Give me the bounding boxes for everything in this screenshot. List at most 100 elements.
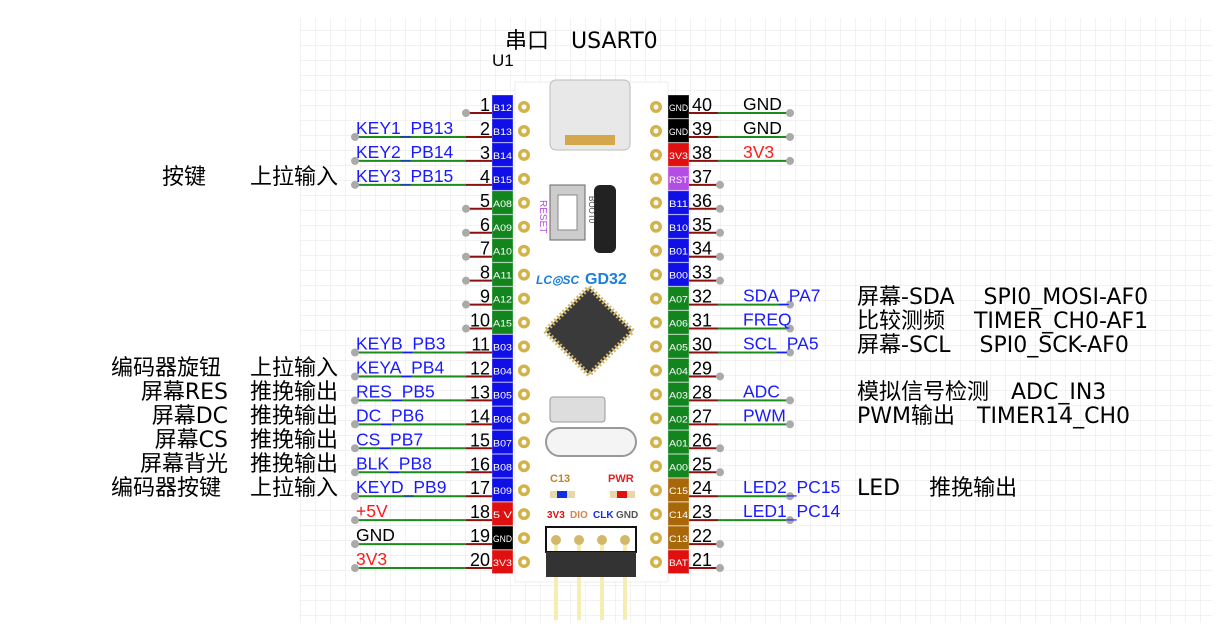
- pin-endpoint[interactable]: [786, 300, 794, 309]
- pin-endpoint[interactable]: [351, 420, 359, 429]
- pin-endpoint[interactable]: [786, 109, 794, 117]
- swd-label-gnd: GND: [616, 510, 638, 521]
- left-annotation: 编码器按键 上拉输入: [111, 476, 338, 502]
- pin-code-block: [667, 525, 690, 551]
- pin-endpoint[interactable]: [786, 492, 794, 501]
- pin-endpoint[interactable]: [351, 348, 359, 357]
- pin-endpoint[interactable]: [351, 492, 359, 501]
- reset-button-cap: [557, 194, 578, 231]
- pin-endpoint[interactable]: [716, 228, 724, 237]
- pin-endpoint[interactable]: [786, 348, 794, 357]
- pin-endpoint[interactable]: [716, 276, 724, 285]
- pin-endpoint[interactable]: [351, 540, 359, 549]
- pin-endpoint[interactable]: [716, 252, 724, 261]
- pin-code: C14: [669, 510, 688, 520]
- pin-endpoint[interactable]: [716, 564, 724, 573]
- pin-endpoint[interactable]: [716, 540, 724, 549]
- pin-code: GND: [669, 103, 688, 113]
- pin-endpoint[interactable]: [351, 516, 359, 525]
- pin-pad-hole: [653, 152, 659, 158]
- pin-endpoint[interactable]: [351, 180, 359, 189]
- pin-code-block: [491, 501, 514, 527]
- gd32-logo: GD32: [585, 271, 627, 288]
- pin-endpoint[interactable]: [462, 109, 470, 117]
- pin-endpoint[interactable]: [462, 204, 470, 213]
- pin-endpoint[interactable]: [462, 324, 470, 333]
- pin-endpoint[interactable]: [351, 564, 359, 573]
- pin-endpoint[interactable]: [351, 156, 359, 165]
- pin-endpoint[interactable]: [351, 372, 359, 381]
- left-annotation: 编码器旋钮 上拉输入: [111, 356, 338, 382]
- pin-endpoint[interactable]: [462, 276, 470, 285]
- led-pwr-body: [617, 491, 627, 498]
- pin-endpoint[interactable]: [716, 204, 724, 213]
- pin-endpoint[interactable]: [786, 132, 794, 141]
- pin-endpoint[interactable]: [462, 252, 470, 261]
- net-label: KEY3_PB15: [356, 166, 453, 187]
- designator: U1: [492, 51, 514, 70]
- pin-endpoint[interactable]: [716, 444, 724, 453]
- pin-code-block: [667, 142, 690, 167]
- pin-endpoint[interactable]: [786, 324, 794, 333]
- pin-endpoint[interactable]: [716, 372, 724, 381]
- pin-endpoint[interactable]: [351, 468, 359, 477]
- net-label: +5V: [356, 501, 388, 521]
- pin-endpoint[interactable]: [786, 156, 794, 165]
- pin-endpoint[interactable]: [351, 396, 359, 405]
- pin-endpoint[interactable]: [462, 300, 470, 309]
- pin-18[interactable]: 5 V18+5V: [351, 501, 530, 527]
- pin-endpoint[interactable]: [716, 180, 724, 189]
- pin-pad-hole: [653, 391, 659, 397]
- pin-endpoint[interactable]: [462, 228, 470, 237]
- swd-label-3v3: 3V3: [547, 510, 565, 521]
- usb-c-connector: [549, 79, 631, 151]
- pin-pad-hole: [653, 344, 659, 349]
- pin-endpoint[interactable]: [351, 132, 359, 141]
- pin-endpoint[interactable]: [786, 420, 794, 429]
- pin-endpoint[interactable]: [351, 444, 359, 453]
- pin-endpoint[interactable]: [786, 516, 794, 525]
- pin-pad-hole: [521, 344, 527, 349]
- pin-endpoint[interactable]: [716, 468, 724, 477]
- pin-endpoint[interactable]: [786, 396, 794, 405]
